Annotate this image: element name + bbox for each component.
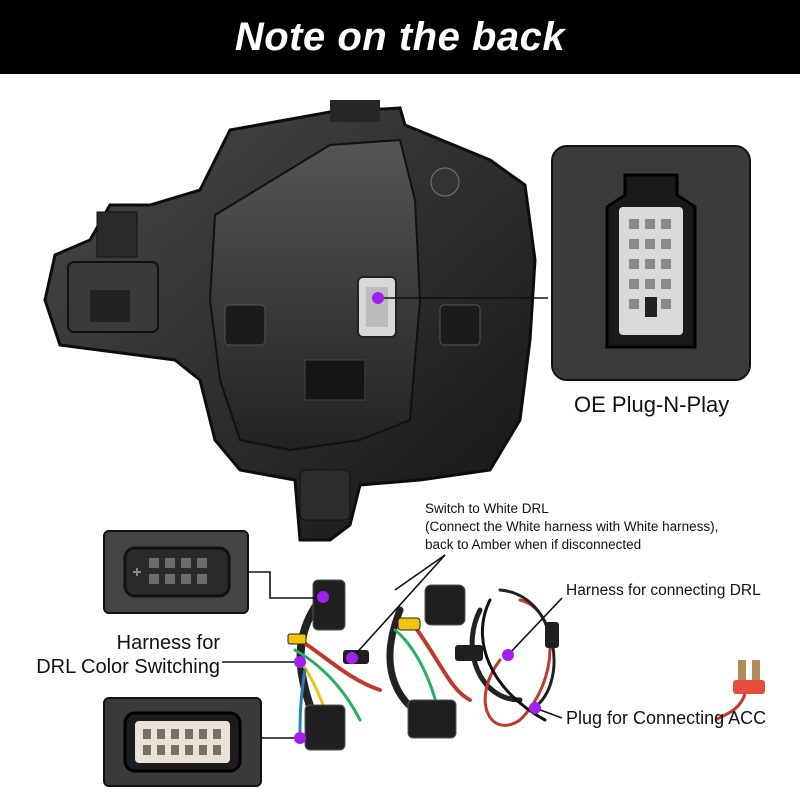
marker-dots	[294, 292, 541, 744]
zoom-oe-connector	[551, 145, 751, 381]
harness-connector-bottom-image	[105, 699, 260, 785]
label-drl-color-line-2: DRL Color Switching	[36, 656, 220, 678]
zoom-harness-connector-top	[103, 530, 249, 614]
harness-connector-top-image	[105, 532, 247, 612]
label-drl-color-switching: Harness for DRL Color Switching	[10, 631, 220, 679]
leader-lines	[222, 297, 563, 739]
label-plug-acc: Plug for Connecting ACC	[566, 708, 767, 728]
oe-connector-image	[553, 147, 749, 379]
label-oe-plug: OE Plug-N-Play	[574, 392, 730, 417]
label-switch-white-drl: Switch to White DRL (Connect the White h…	[425, 500, 718, 554]
wiring-harness	[287, 579, 559, 751]
label-drl-color-line-1: Harness for	[116, 632, 220, 654]
label-switch-line-2: (Connect the White harness with White ha…	[425, 519, 719, 534]
label-harness-drl: Harness for connecting DRL	[566, 582, 761, 599]
page-title: Note on the back	[234, 14, 566, 59]
label-switch-line-1: Switch to White DRL	[425, 501, 549, 516]
label-switch-line-3: back to Amber when if disconnected	[425, 537, 642, 552]
zoom-harness-connector-bottom	[103, 697, 262, 787]
headlight-housing	[43, 100, 537, 542]
title-banner: Note on the back	[0, 0, 800, 74]
acc-plug-icon	[714, 660, 765, 722]
